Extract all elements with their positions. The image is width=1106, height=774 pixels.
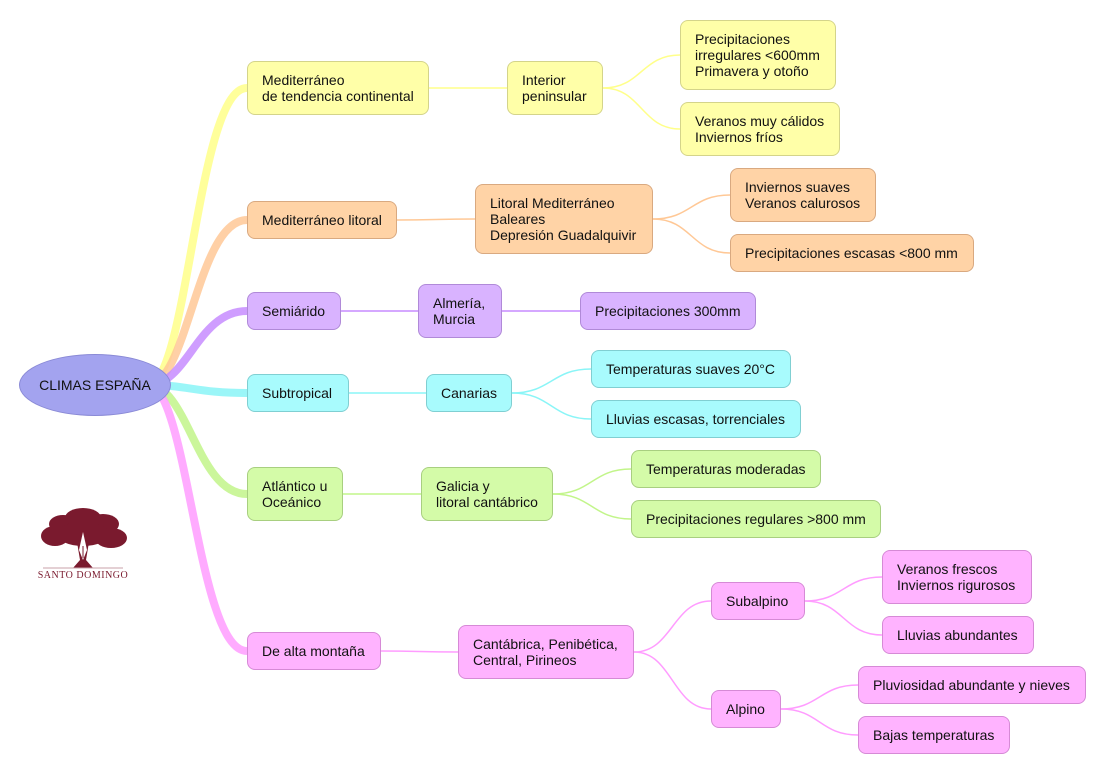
sub-label: Galicia y litoral cantábrico [436,478,538,510]
leaf-label: Veranos muy cálidos Inviernos fríos [695,113,825,145]
connector-line [804,576,883,602]
leaf-label: Precipitaciones 300mm [595,303,741,319]
leaf-lluvias-escasas[interactable]: Lluvias escasas, torrenciales [591,400,801,438]
connector-line [804,600,883,636]
sub-subalpino[interactable]: Subalpino [711,582,805,620]
connector-line [552,493,632,520]
leaf-label: Inviernos suaves Veranos calurosos [745,179,861,211]
branch-label: Mediterráneo litoral [262,212,382,228]
connector-line [396,218,476,221]
leaf-label: Precipitaciones irregulares <600mm Prima… [695,31,820,79]
branch-label: De alta montaña [262,643,365,659]
leaf-veranos-muy-calidos[interactable]: Veranos muy cálidos Inviernos fríos [680,102,840,156]
sub-interior-peninsular[interactable]: Interior peninsular [507,61,603,115]
connector-line [380,650,459,653]
branch-label: Semiárido [262,303,326,319]
connector-line [780,708,859,736]
leaf-veranos-frescos[interactable]: Veranos frescos Inviernos rigurosos [882,550,1032,604]
leaf-label: Precipitaciones regulares >800 mm [646,511,866,527]
sub-label: Interior peninsular [522,72,587,104]
sub-litoral-mediterraneo[interactable]: Litoral Mediterráneo Baleares Depresión … [475,184,653,254]
sub-label: Litoral Mediterráneo Baleares Depresión … [490,195,637,243]
sub-almeria-murcia[interactable]: Almería, Murcia [418,284,502,338]
branch-alta-montana[interactable]: De alta montaña [247,632,381,670]
leaf-inviernos-suaves[interactable]: Inviernos suaves Veranos calurosos [730,168,876,222]
sub-canarias[interactable]: Canarias [426,374,512,412]
leaf-precipitaciones-regulares[interactable]: Precipitaciones regulares >800 mm [631,500,881,538]
branch-label: Atlántico u Oceánico [262,478,328,510]
leaf-label: Temperaturas moderadas [646,461,806,477]
connector-line [602,87,681,130]
connector-line [511,368,592,394]
sub-cordilleras[interactable]: Cantábrica, Penibética, Central, Pirineo… [458,625,634,679]
root-connector-line [144,381,251,655]
branch-subtropical[interactable]: Subtropical [247,374,349,412]
branch-label: Mediterráneo de tendencia continental [262,72,414,104]
connector-line [652,218,731,254]
sub-label: Canarias [441,385,498,401]
sub-label: Almería, Murcia [433,295,486,327]
connector-line [780,684,859,710]
leaf-pluviosidad-abundante[interactable]: Pluviosidad abundante y nieves [858,666,1086,704]
leaf-label: Bajas temperaturas [873,727,995,743]
connector-line [652,194,731,220]
branch-label: Subtropical [262,385,333,401]
logo-text: SANTO DOMINGO [37,570,129,581]
leaf-precipitaciones-300[interactable]: Precipitaciones 300mm [580,292,756,330]
leaf-label: Veranos frescos Inviernos rigurosos [897,561,1016,593]
branch-med-continental[interactable]: Mediterráneo de tendencia continental [247,61,429,115]
leaf-label: Lluvias escasas, torrenciales [606,411,785,427]
leaf-temperaturas-suaves[interactable]: Temperaturas suaves 20°C [591,350,791,388]
sub-label: Subalpino [726,593,789,609]
leaf-lluvias-abundantes[interactable]: Lluvias abundantes [882,616,1034,654]
branch-atlantico[interactable]: Atlántico u Oceánico [247,467,343,521]
leaf-precipitaciones-irregulares[interactable]: Precipitaciones irregulares <600mm Prima… [680,20,836,90]
sub-alpino[interactable]: Alpino [711,690,781,728]
sub-label: Cantábrica, Penibética, Central, Pirineo… [473,636,618,668]
connector-line [633,600,712,653]
root-node[interactable]: CLIMAS ESPAÑA [19,354,171,416]
leaf-temperaturas-moderadas[interactable]: Temperaturas moderadas [631,450,821,488]
connector-line [602,54,681,89]
sub-galicia[interactable]: Galicia y litoral cantábrico [421,467,553,521]
root-label: CLIMAS ESPAÑA [39,377,151,393]
leaf-label: Temperaturas suaves 20°C [606,361,776,377]
leaf-bajas-temperaturas[interactable]: Bajas temperaturas [858,716,1010,754]
branch-med-litoral[interactable]: Mediterráneo litoral [247,201,397,239]
connector-line [633,651,712,710]
leaf-label: Precipitaciones escasas <800 mm [745,245,958,261]
leaf-label: Lluvias abundantes [897,627,1018,643]
tree-logo-icon [41,508,127,569]
connector-line [552,468,632,495]
leaf-label: Pluviosidad abundante y nieves [873,677,1070,693]
leaf-precipitaciones-escasas[interactable]: Precipitaciones escasas <800 mm [730,234,974,272]
connector-line [511,392,592,420]
sub-label: Alpino [726,701,765,717]
branch-semiarido[interactable]: Semiárido [247,292,341,330]
